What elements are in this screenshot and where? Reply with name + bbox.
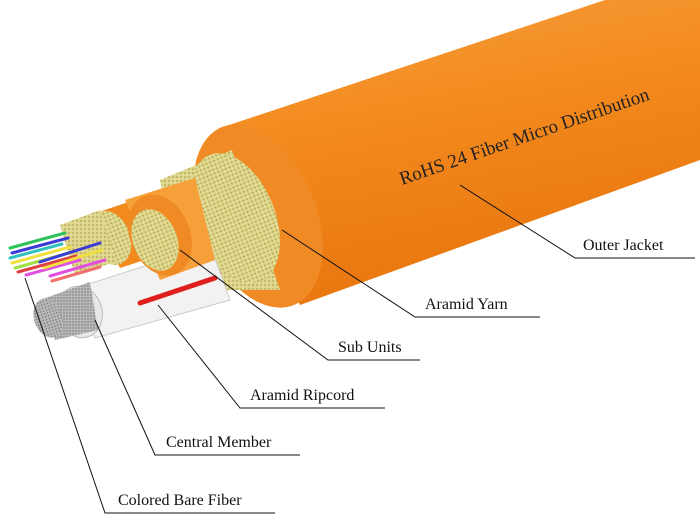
label-sub-units: Sub Units — [338, 339, 402, 356]
leader-lines — [24, 184, 695, 514]
label-colored-bare-fiber: Colored Bare Fiber — [118, 492, 242, 509]
label-aramid-ripcord: Aramid Ripcord — [250, 387, 354, 404]
aramid-ripcord — [137, 275, 218, 306]
sub-units — [60, 178, 215, 280]
label-central-member: Central Member — [166, 434, 272, 451]
label-outer-jacket: Outer Jacket — [583, 237, 664, 254]
colored-bare-fibers — [8, 231, 107, 283]
label-aramid-yarn: Aramid Yarn — [425, 296, 508, 313]
